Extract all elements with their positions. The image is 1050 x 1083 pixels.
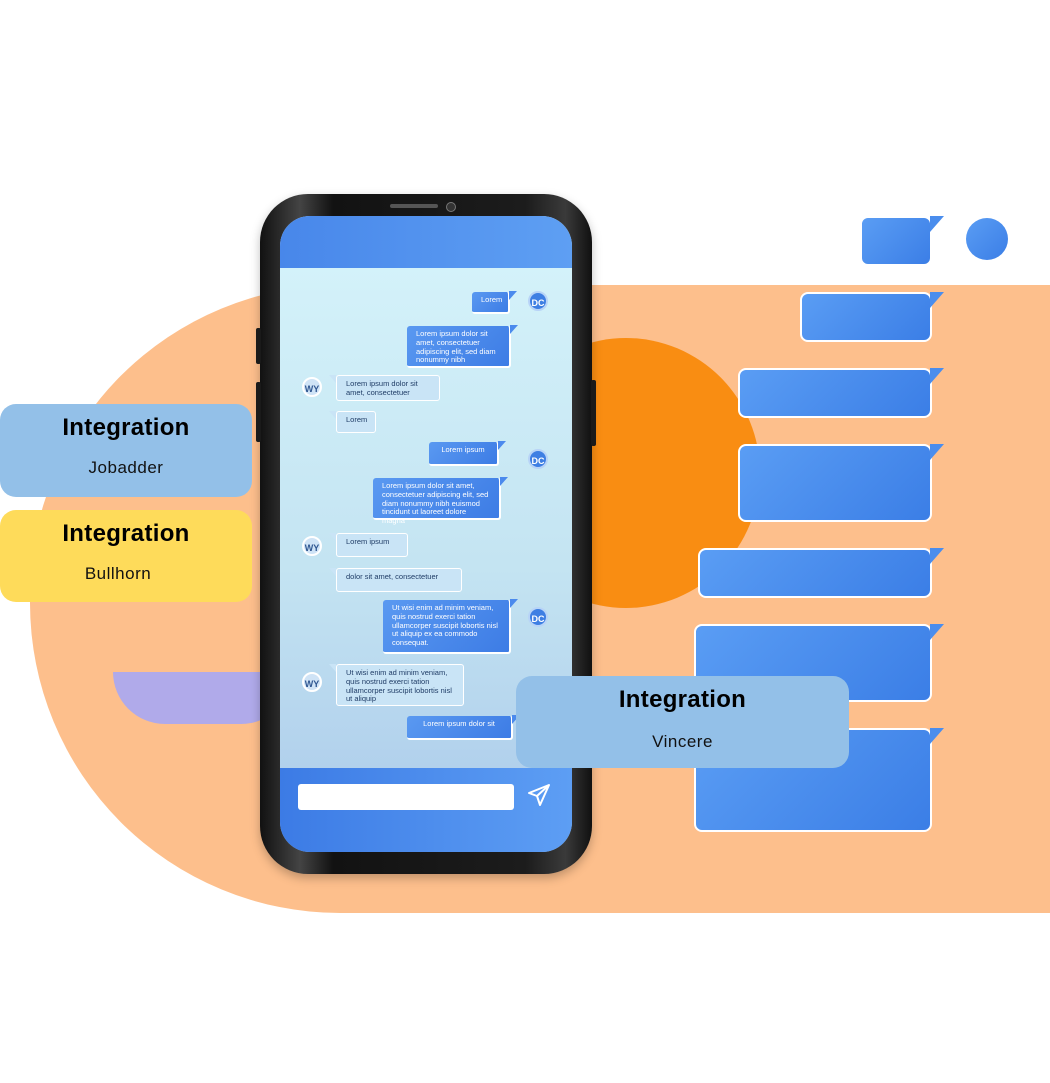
- chat-message-incoming: Ut wisi enim ad minim veniam, quis nostr…: [329, 664, 464, 706]
- phone-speaker: [390, 204, 438, 208]
- smartphone: Lorem DC Lorem ipsum dolor sit amet, con…: [256, 194, 596, 874]
- avatar: WY: [302, 672, 322, 692]
- integration-card-jobadder: Integration Jobadder: [0, 404, 252, 497]
- chat-message-incoming: dolor sit amet, consectetuer: [329, 568, 462, 592]
- integration-card-title: Integration: [62, 520, 190, 547]
- integration-card-title: Integration: [62, 414, 190, 441]
- chat-message-outgoing: Lorem: [472, 291, 517, 314]
- decorative-chat-bubble: [860, 216, 944, 266]
- integration-card-name: Vincere: [652, 732, 713, 751]
- message-input[interactable]: [298, 784, 514, 810]
- chat-message-outgoing: Ut wisi enim ad minim veniam, quis nostr…: [383, 599, 518, 654]
- chat-message-outgoing: Lorem ipsum: [429, 441, 506, 466]
- chat-message-incoming: Lorem ipsum: [329, 533, 408, 557]
- avatar: DC: [528, 607, 548, 627]
- decorative-chat-bubble: [800, 292, 944, 342]
- chat-message-outgoing: Lorem ipsum dolor sit amet, consectetuer…: [373, 477, 508, 525]
- chat-message-incoming: Lorem ipsum dolor sit amet, consectetuer: [329, 375, 440, 401]
- integration-card-vincere: Integration Vincere: [516, 676, 849, 768]
- chat-message-outgoing: Lorem ipsum dolor sit: [407, 715, 520, 740]
- avatar: WY: [302, 536, 322, 556]
- phone-side-button: [256, 382, 261, 442]
- phone-side-button: [591, 380, 596, 446]
- integration-card-name: Bullhorn: [84, 564, 152, 583]
- chat-header: [280, 216, 572, 268]
- phone-side-button: [256, 328, 261, 364]
- send-icon[interactable]: [526, 782, 552, 808]
- camera-icon: [446, 202, 456, 212]
- chat-message-outgoing: Lorem ipsum dolor sit amet, consectetuer…: [407, 325, 518, 368]
- avatar: WY: [302, 377, 322, 397]
- chat-message-incoming: Lorem: [329, 411, 376, 433]
- integration-card-title: Integration: [618, 686, 747, 713]
- avatar: DC: [528, 449, 548, 469]
- integration-card-bullhorn: Integration Bullhorn: [0, 510, 252, 602]
- chat-screen: Lorem DC Lorem ipsum dolor sit amet, con…: [280, 216, 572, 852]
- integration-card-name: Jobadder: [88, 458, 164, 477]
- decorative-chat-bubble: [738, 368, 944, 418]
- avatar: DC: [528, 291, 548, 311]
- chat-composer-bar: [280, 768, 572, 852]
- decorative-chat-bubble: [738, 444, 944, 522]
- decorative-chat-bubble: [698, 548, 944, 598]
- decorative-dot: [966, 218, 1008, 260]
